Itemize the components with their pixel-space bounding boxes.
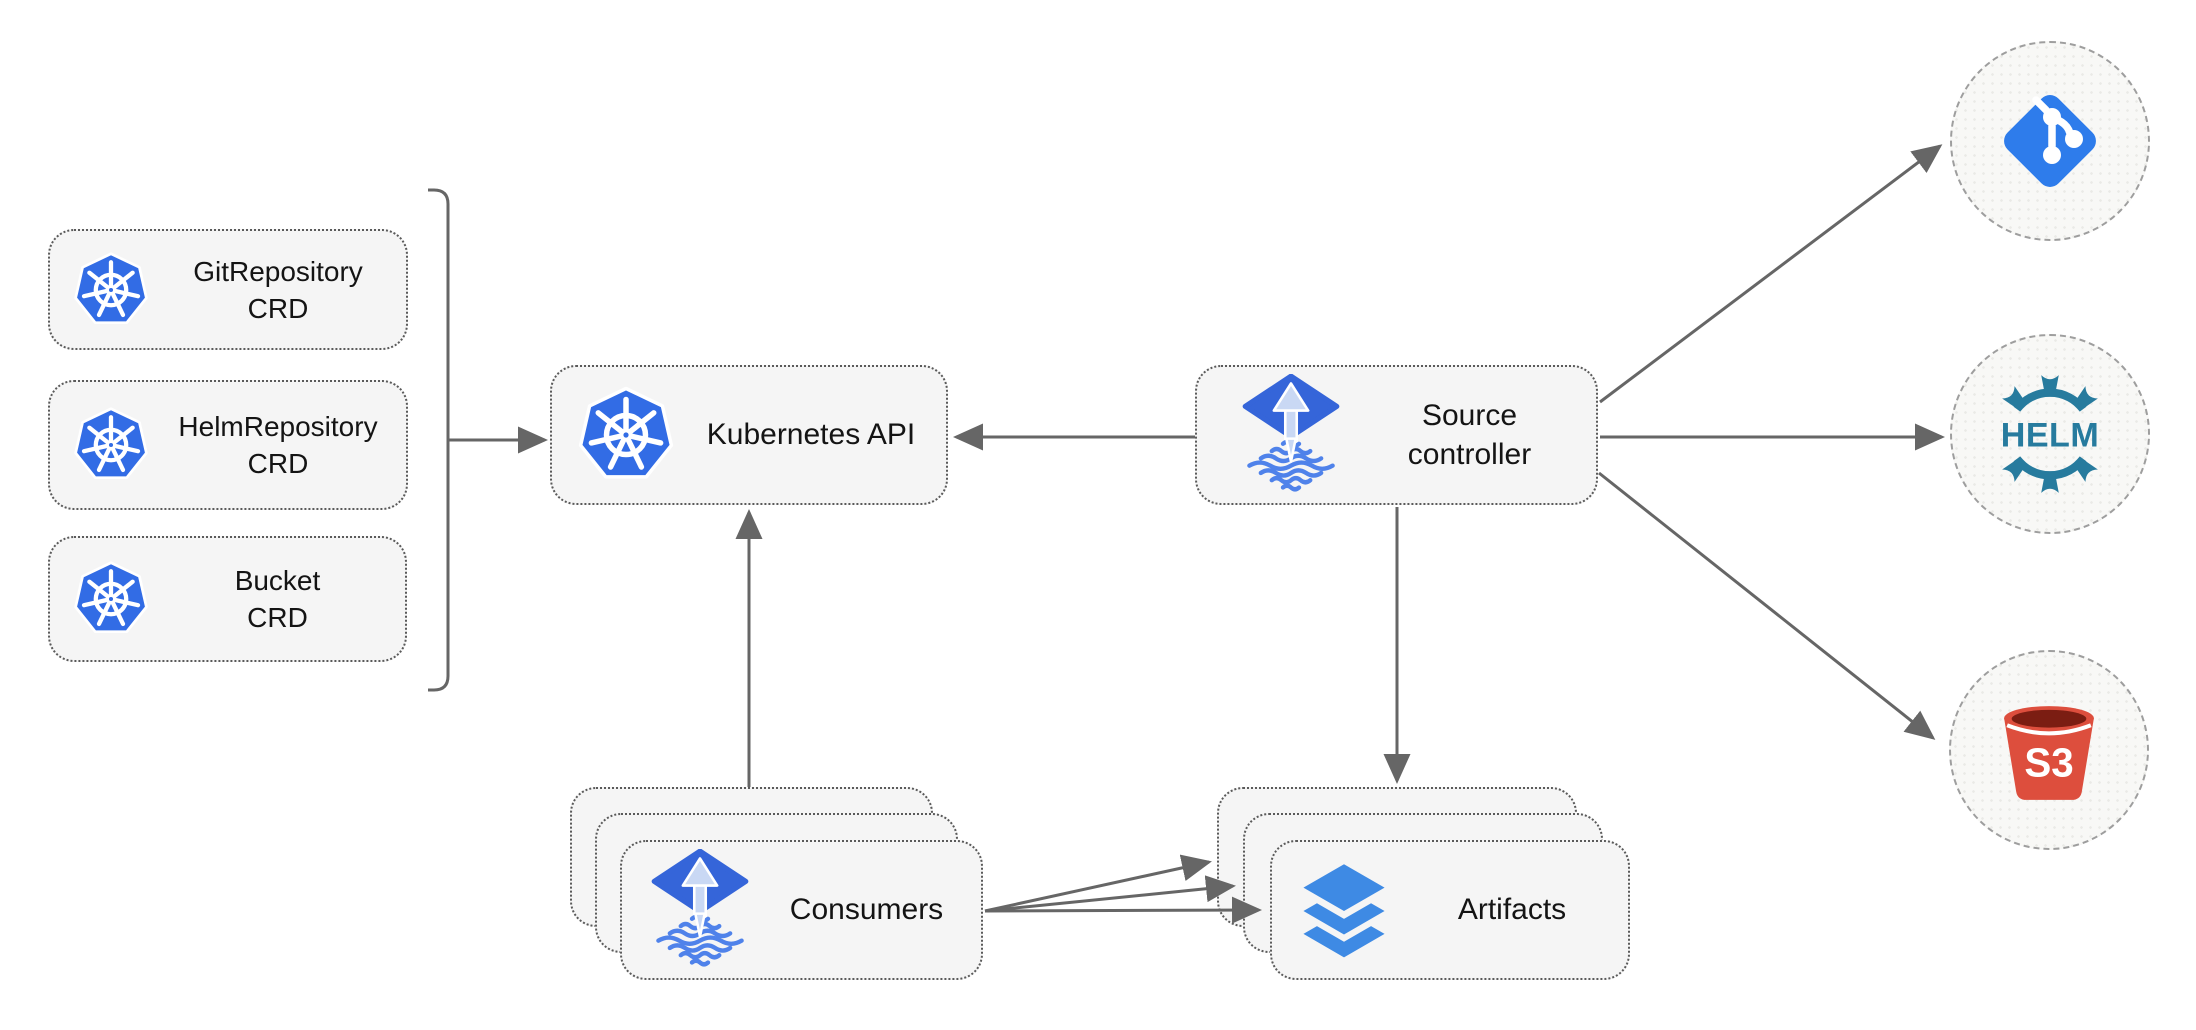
- node-gitrepository-crd: GitRepository CRD: [48, 229, 408, 350]
- kubernetes-icon: [576, 385, 676, 485]
- label-line: HelmRepository: [178, 411, 378, 442]
- edge-source-to-git: [1599, 144, 1943, 404]
- node-consumers: Consumers: [620, 840, 983, 980]
- crd-group-bracket: [428, 188, 450, 692]
- git-icon: [2004, 95, 2096, 187]
- edge-consumers-to-artifacts-middle: [984, 875, 1236, 913]
- label-line: CRD: [247, 448, 309, 479]
- label-line: Source: [1421, 399, 1518, 432]
- node-label: HelmRepository CRD: [150, 408, 406, 482]
- endpoint-s3: S3: [1949, 650, 2149, 850]
- node-source-controller: Source controller: [1195, 365, 1598, 505]
- node-label: Artifacts: [1457, 893, 1567, 926]
- kubernetes-icon: [72, 560, 150, 638]
- endpoint-helm: HELM: [1950, 334, 2150, 534]
- node-bucket-crd: Bucket CRD: [48, 536, 407, 662]
- label-line: controller: [1407, 438, 1532, 471]
- s3-bucket-icon: S3: [2004, 706, 2094, 800]
- label-line: Bucket: [234, 565, 321, 596]
- flux-icon: [1239, 374, 1343, 497]
- node-label: Kubernetes API: [706, 418, 916, 451]
- flux-icon: [648, 849, 752, 972]
- kubernetes-icon: [72, 251, 150, 329]
- node-artifacts: Artifacts: [1270, 840, 1630, 980]
- s3-label: S3: [2024, 740, 2073, 786]
- edge-source-to-s3: [1598, 471, 1936, 740]
- node-label: GitRepository CRD: [150, 253, 406, 327]
- node-label: Source controller: [1343, 396, 1596, 474]
- helm-icon: HELM: [2001, 375, 2100, 493]
- node-label: Consumers: [789, 893, 944, 926]
- node-label: Bucket CRD: [150, 562, 405, 636]
- node-helmrepository-crd: HelmRepository CRD: [48, 380, 408, 510]
- node-kubernetes-api: Kubernetes API: [550, 365, 948, 505]
- label-line: CRD: [247, 292, 309, 324]
- edge-consumers-to-artifacts-back: [984, 854, 1212, 913]
- kubernetes-icon: [72, 406, 150, 484]
- label-line: CRD: [247, 602, 308, 633]
- label-line: GitRepository: [193, 255, 363, 287]
- endpoint-git: [1950, 41, 2150, 241]
- helm-label: HELM: [2001, 416, 2100, 454]
- layers-icon: [1303, 864, 1385, 958]
